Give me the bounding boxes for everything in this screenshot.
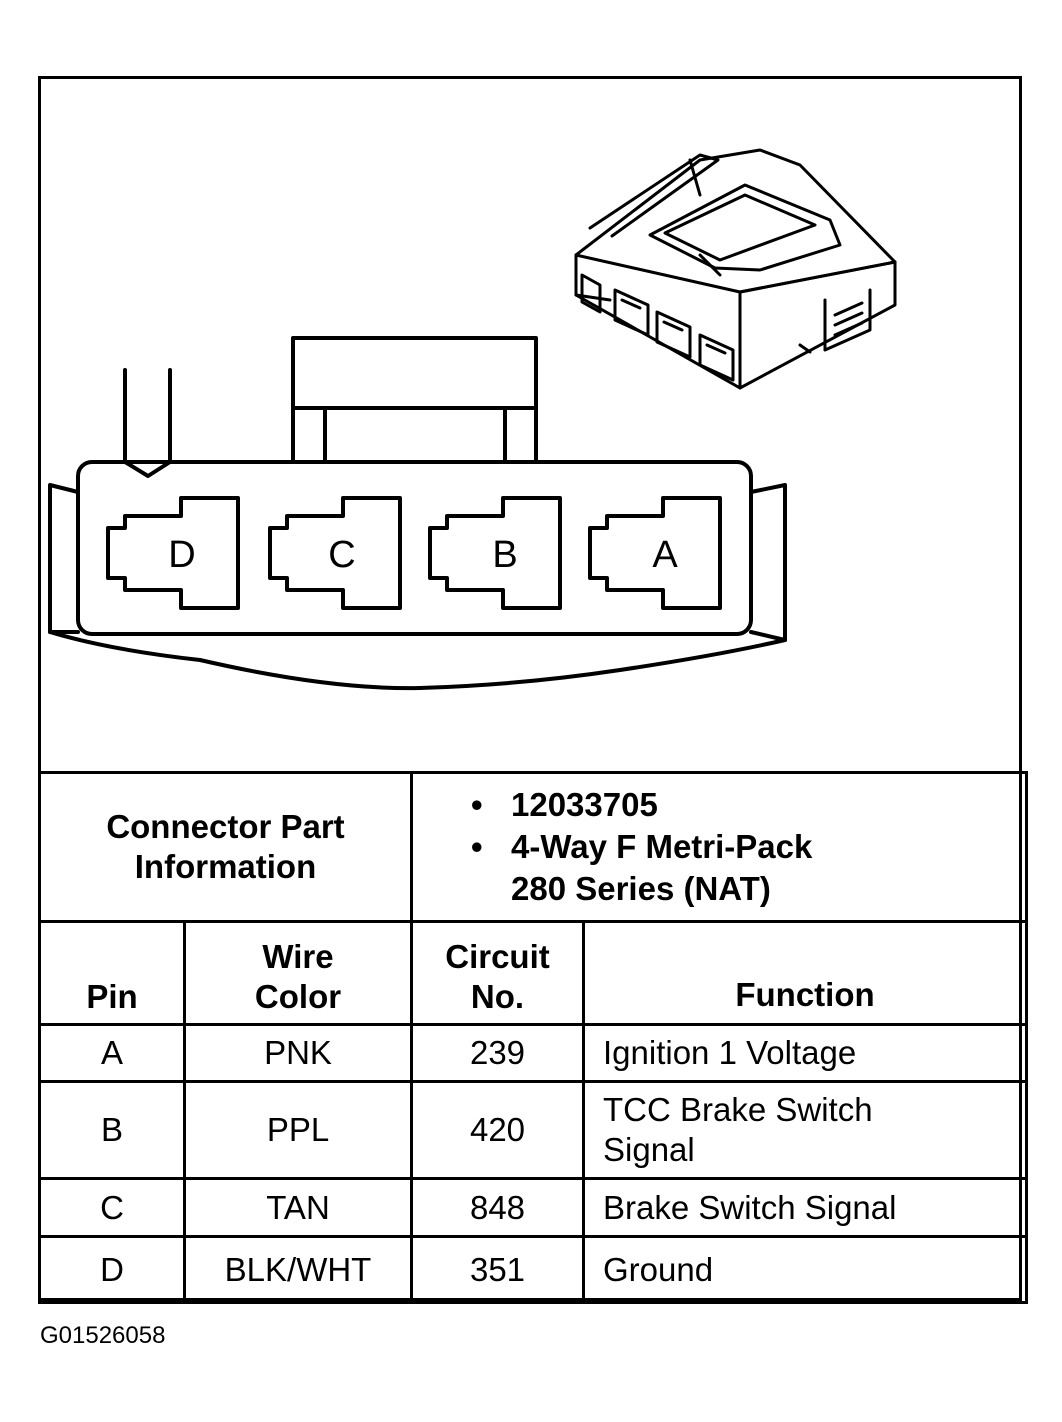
pin-label-b: B	[492, 534, 517, 576]
function-cell: Brake Switch Signal	[582, 1177, 1028, 1238]
connector-3d-illustration	[574, 148, 897, 390]
function-line1: Ground	[603, 1250, 714, 1288]
header-circuit-line1: Circuit	[445, 938, 550, 975]
header-wire-color-line2: Color	[254, 978, 342, 1015]
header-function-label: Function	[735, 976, 875, 1013]
header-pin: Pin	[38, 920, 186, 1026]
function-cell: Ignition 1 Voltage	[582, 1023, 1028, 1083]
circuit-cell: 351	[410, 1235, 585, 1304]
wire-color-cell: PPL	[183, 1080, 413, 1180]
pin-cell: C	[38, 1177, 186, 1238]
table-header-row: Pin Wire Color Circuit No. Function	[38, 920, 1028, 1026]
bullet-icon: •	[471, 786, 483, 823]
pin-cavity-c	[268, 496, 402, 610]
part-description-line2: 280 Series (NAT)	[511, 870, 771, 907]
part-number: 12033705	[511, 786, 658, 823]
pin-cell: A	[38, 1023, 186, 1083]
connector-drawing: D C B A	[48, 148, 897, 691]
connector-info-table: Connector Part Information • 12033705 • …	[38, 771, 1028, 1304]
circuit-cell: 848	[410, 1177, 585, 1238]
pin-label-a: A	[652, 534, 678, 576]
function-line2: Signal	[603, 1131, 695, 1168]
pin-cell: D	[38, 1235, 186, 1304]
wire-color-cell: BLK/WHT	[183, 1235, 413, 1304]
circuit-cell: 420	[410, 1080, 585, 1180]
pin-label-c: C	[328, 534, 355, 576]
function-cell: TCC Brake Switch Signal	[582, 1080, 1028, 1180]
table-row: B PPL 420 TCC Brake Switch Signal	[38, 1080, 1028, 1180]
pin-cavity-d	[106, 496, 240, 610]
header-function: Function	[582, 920, 1028, 1026]
header-wire-color: Wire Color	[183, 920, 413, 1026]
part-description-item: • 4-Way F Metri-Pack 280 Series (NAT)	[471, 826, 1025, 910]
wire-color-cell: PNK	[183, 1023, 413, 1083]
pin-cavity-b	[428, 496, 562, 610]
part-description-line1: 4-Way F Metri-Pack	[511, 828, 813, 865]
table-row: D BLK/WHT 351 Ground	[38, 1235, 1028, 1304]
table-row: C TAN 848 Brake Switch Signal	[38, 1177, 1028, 1238]
pin-label-d: D	[168, 534, 195, 576]
header-pin-label: Pin	[86, 978, 138, 1015]
header-wire-color-line1: Wire	[262, 938, 334, 975]
wire-color-cell: TAN	[183, 1177, 413, 1238]
header-circuit: Circuit No.	[410, 920, 585, 1026]
figure-id: G01526058	[40, 1322, 166, 1349]
header-circuit-line2: No.	[470, 978, 525, 1015]
part-info-label-line1: Connector Part	[106, 808, 345, 845]
function-cell: Ground	[582, 1235, 1028, 1304]
function-line1: TCC Brake Switch	[603, 1091, 873, 1128]
circuit-cell: 239	[410, 1023, 585, 1083]
function-line1: Ignition 1 Voltage	[603, 1034, 857, 1071]
pin-cavity-a	[588, 496, 722, 610]
connector-face	[48, 336, 787, 691]
part-info-row: Connector Part Information • 12033705 • …	[38, 771, 1028, 923]
part-info-values: • 12033705 • 4-Way F Metri-Pack 280 Seri…	[410, 771, 1028, 923]
table-row: A PNK 239 Ignition 1 Voltage	[38, 1023, 1028, 1083]
pin-cell: B	[38, 1080, 186, 1180]
part-info-label: Connector Part Information	[38, 771, 413, 923]
part-info-label-line2: Information	[134, 848, 317, 885]
part-number-item: • 12033705	[471, 784, 1025, 826]
function-line1: Brake Switch Signal	[603, 1188, 897, 1226]
bullet-icon: •	[471, 828, 483, 865]
